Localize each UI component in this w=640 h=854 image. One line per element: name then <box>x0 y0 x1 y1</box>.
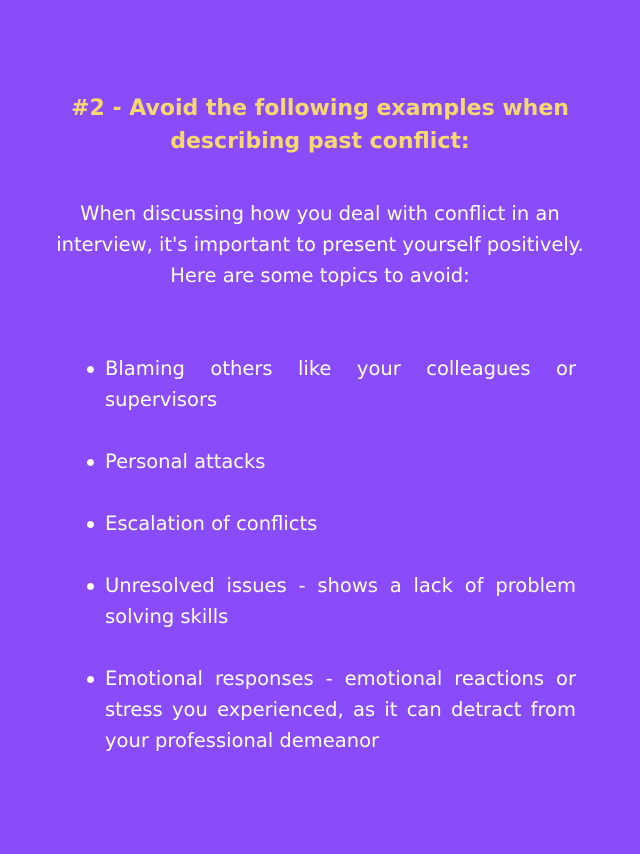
list-item: Personal attacks <box>82 446 576 477</box>
list-item: Unresolved issues - shows a lack of prob… <box>82 570 576 632</box>
list-item-text: Emotional responses - emotional reaction… <box>105 667 576 752</box>
intro-paragraph: When discussing how you deal with confli… <box>56 202 584 287</box>
list-item-text: Blaming others like your colleagues or s… <box>105 357 576 411</box>
list-item-text: Unresolved issues - shows a lack of prob… <box>105 574 576 628</box>
list-item: Emotional responses - emotional reaction… <box>82 663 576 756</box>
list-item: Escalation of conflicts <box>82 508 576 539</box>
bullet-icon <box>87 366 94 373</box>
bullet-icon <box>87 459 94 466</box>
list-item-text: Personal attacks <box>105 450 266 473</box>
avoid-list: Blaming others like your colleagues or s… <box>82 353 576 787</box>
list-item: Blaming others like your colleagues or s… <box>82 353 576 415</box>
list-item-text: Escalation of conflicts <box>105 512 318 535</box>
page-title: #2 - Avoid the following examples when d… <box>71 96 569 154</box>
bullet-icon <box>87 676 94 683</box>
bullet-icon <box>87 521 94 528</box>
bullet-icon <box>87 583 94 590</box>
